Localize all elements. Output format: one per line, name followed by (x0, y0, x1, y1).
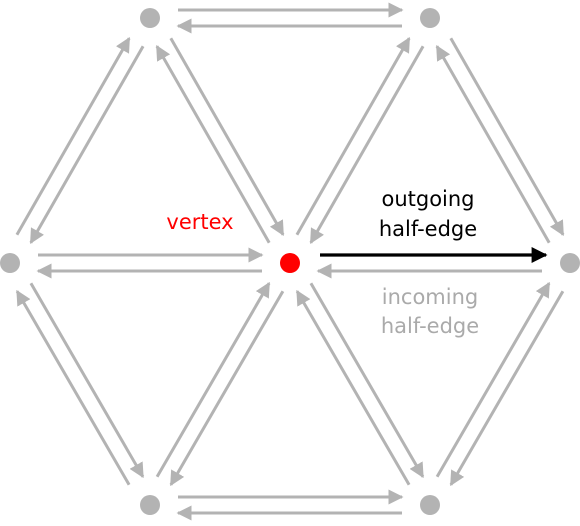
outgoing-label-line2: half-edge (379, 217, 477, 241)
half-edge-r-to-tr (435, 44, 551, 244)
half-edge-bl-to-l (15, 289, 131, 486)
half-edge-c-to-bl (169, 290, 285, 487)
outgoing-label-line1: outgoing (381, 187, 474, 211)
vertex-l (0, 253, 20, 273)
vertex-r (560, 253, 580, 273)
half-edge-c-to-br (309, 282, 425, 479)
half-edge-tl-to-c (169, 37, 285, 237)
half-edge-r-to-br (449, 290, 565, 487)
half-edge-tl-to-l (29, 45, 145, 245)
half-edge-br-to-r (435, 281, 551, 478)
vertex-tr (420, 8, 440, 28)
vertex-br (420, 495, 440, 515)
half-edge-c-to-tr (295, 36, 411, 236)
half-edge-tr-to-r (449, 37, 565, 237)
incoming-label-line2: half-edge (381, 314, 479, 338)
half-edge-l-to-bl (29, 282, 145, 479)
vertex-highlighted (280, 253, 300, 273)
incoming-label-line1: incoming (382, 285, 478, 309)
half-edge-c-to-tl (155, 44, 271, 244)
half-edge-l-to-tl (15, 36, 131, 236)
vertices (0, 8, 580, 515)
vertex-tl (140, 8, 160, 28)
half-edge-bl-to-c (155, 281, 271, 478)
vertex-bl (140, 495, 160, 515)
vertex-label: vertex (166, 210, 233, 234)
half-edge-tr-to-c (309, 45, 425, 245)
half-edge-br-to-c (295, 289, 411, 486)
half-edges-gray (15, 2, 565, 521)
